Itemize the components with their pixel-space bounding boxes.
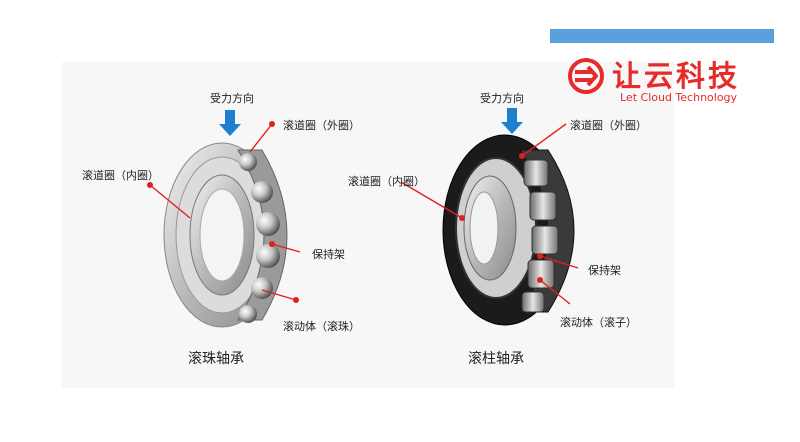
logo-name-en: Let Cloud Technology	[620, 91, 738, 104]
brand-bar	[550, 29, 774, 43]
ball-elements	[239, 153, 280, 323]
roller-bearing-illustration	[442, 134, 575, 326]
ball-bearing-illustration	[163, 142, 288, 328]
ball-callout-lines	[147, 121, 301, 303]
roller-bearing-caption: 滚柱轴承	[468, 351, 524, 367]
ball-bearing-caption: 滚珠轴承	[188, 351, 244, 367]
roller-force-arrow-icon	[501, 108, 523, 134]
company-logo: 让云科技 Let Cloud Technology	[566, 48, 776, 108]
logo-mark-icon	[568, 58, 604, 94]
ball-outer-race-label: 滚道圈（外圈）	[283, 119, 360, 132]
roller-rolling-element-label: 滚动体（滚子）	[560, 316, 637, 329]
roller-callout-lines	[400, 123, 579, 305]
ball-force-direction-label: 受力方向	[210, 92, 254, 105]
logo-name-cn: 让云科技	[612, 59, 741, 93]
roller-outer-race-label: 滚道圈（外圈）	[570, 119, 647, 132]
ball-inner-race-label: 滚道圈（内圈）	[82, 169, 159, 182]
ball-rolling-element-label: 滚动体（滚珠）	[283, 320, 360, 333]
roller-cage-label: 保持架	[588, 264, 621, 277]
roller-elements	[521, 159, 559, 313]
ball-force-arrow-icon	[219, 110, 241, 136]
ball-cage-label: 保持架	[312, 248, 345, 261]
roller-inner-race-label: 滚道圈（内圈）	[348, 175, 425, 188]
roller-force-direction-label: 受力方向	[480, 92, 524, 105]
